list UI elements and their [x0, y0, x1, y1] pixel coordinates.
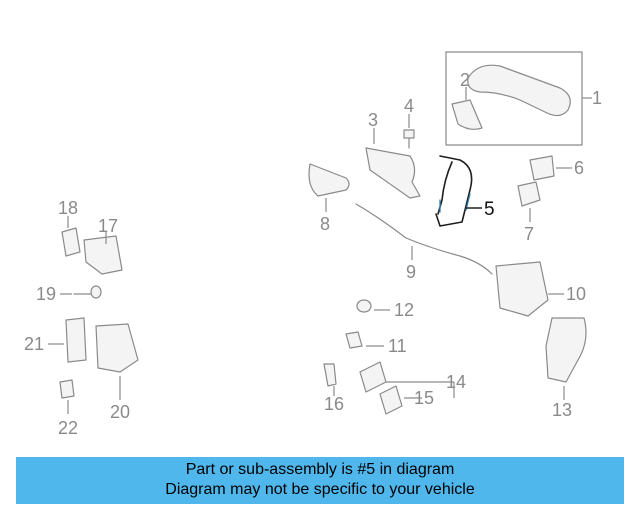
- part-18-shim: [61, 227, 81, 257]
- part-8-inner-handle: [308, 163, 350, 197]
- banner-line-2: Diagram may not be specific to your vehi…: [165, 481, 475, 498]
- part-14-plate: [359, 361, 387, 393]
- part-10-latch: [495, 261, 549, 317]
- part-15-plate: [379, 385, 403, 415]
- part-9-rod: [355, 203, 493, 275]
- callout-6: 6: [574, 158, 584, 178]
- callout-9: 9: [406, 262, 416, 282]
- callout-13: 13: [552, 400, 572, 420]
- callout-17: 17: [98, 216, 118, 236]
- callout-14: 14: [446, 372, 466, 392]
- callout-7: 7: [524, 224, 534, 244]
- callout-22: 22: [58, 418, 78, 438]
- callout-5: 5: [484, 199, 495, 220]
- part-20-hinge: [95, 323, 139, 373]
- part-17-hinge: [83, 235, 123, 275]
- callout-18: 18: [58, 198, 78, 218]
- part-1-handle: [467, 64, 571, 117]
- callout-10: 10: [566, 284, 586, 304]
- callout-20: 20: [110, 402, 130, 422]
- callout-8: 8: [320, 214, 330, 234]
- callout-21: 21: [24, 334, 44, 354]
- callout-16: 16: [324, 394, 344, 414]
- callout-3: 3: [368, 110, 378, 130]
- part-12-grommet: [356, 299, 372, 313]
- part-13-panel: [545, 317, 587, 383]
- part-21-plate: [65, 317, 87, 363]
- banner-line-1: Part or sub-assembly is #5 in diagram: [185, 461, 455, 478]
- part-5-cable: [435, 155, 482, 227]
- part-2-cap: [451, 99, 483, 130]
- part-19-bolt: [60, 285, 102, 299]
- callout-1: 1: [592, 88, 602, 108]
- info-banner: Part or sub-assembly is #5 in diagram Di…: [16, 457, 624, 504]
- callout-12: 12: [394, 300, 414, 320]
- part-16-bolt: [323, 363, 337, 387]
- part-11-bolt: [345, 331, 363, 349]
- part-3-housing: [365, 147, 421, 199]
- callout-2: 2: [460, 70, 470, 90]
- part-22-bolt: [59, 379, 75, 399]
- callout-4: 4: [404, 96, 414, 116]
- part-6-bracket: [529, 155, 555, 181]
- callout-15: 15: [414, 388, 434, 408]
- part-4-bolt: [403, 114, 415, 149]
- parts-diagram: 1 2 3 4 5 6 7 8 9 10 11 12 13 14 15 16 1…: [24, 51, 602, 438]
- callout-11: 11: [388, 336, 407, 356]
- callout-19: 19: [36, 284, 56, 304]
- part-7-pad: [517, 181, 541, 207]
- part-1-outside-handle-group: [445, 51, 592, 146]
